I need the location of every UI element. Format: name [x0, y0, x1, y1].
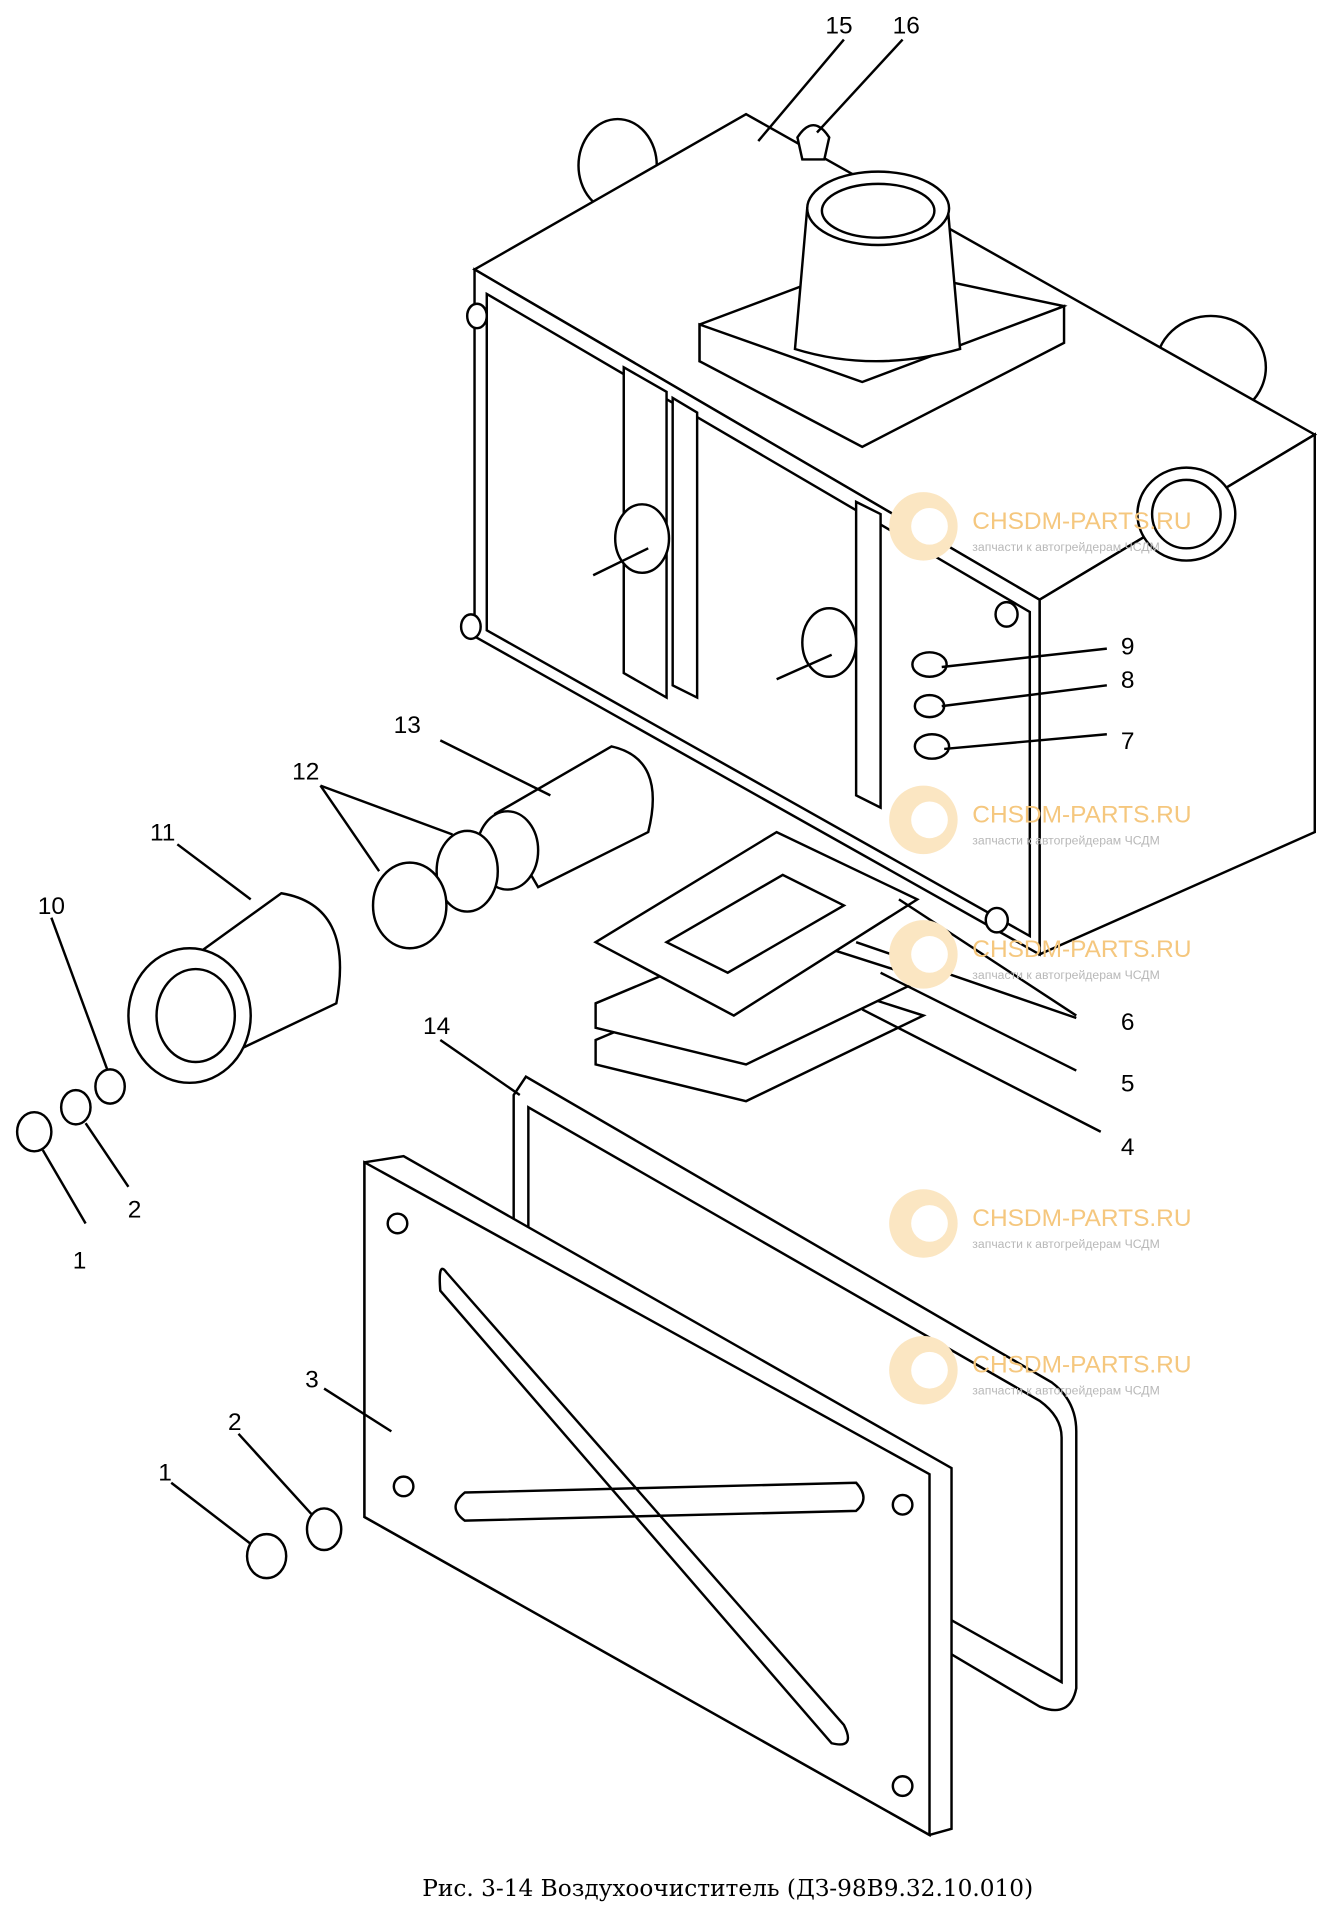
callout-labels: 15 16 9 8 7 13 12 11 10 6 5 4 14 2 1 3 2…	[38, 12, 1135, 1486]
cover-3	[323, 1154, 953, 1838]
svg-text:запчасти к автогрейдерам ЧСДМ: запчасти к автогрейдерам ЧСДМ	[972, 540, 1159, 554]
mesh-plates-4-5-6	[593, 830, 1102, 1133]
svg-text:CHSDM-PARTS.RU: CHSDM-PARTS.RU	[972, 1205, 1191, 1232]
label-13: 13	[394, 712, 421, 739]
label-6: 6	[1121, 1009, 1135, 1036]
svg-text:CHSDM-PARTS.RU: CHSDM-PARTS.RU	[972, 1352, 1191, 1379]
svg-text:запчасти к автогрейдерам ЧСДМ: запчасти к автогрейдерам ЧСДМ	[972, 1237, 1159, 1251]
svg-text:CHSDM-PARTS.RU: CHSDM-PARTS.RU	[972, 801, 1191, 828]
label-9: 9	[1121, 634, 1135, 661]
figure-caption: Рис. 3-14 Воздухоочиститель (ДЗ-98В9.32.…	[422, 1875, 1033, 1902]
svg-text:запчасти к автогрейдерам ЧСДМ: запчасти к автогрейдерам ЧСДМ	[972, 833, 1159, 847]
label-3: 3	[305, 1366, 319, 1393]
gasket-14	[439, 1038, 1078, 1712]
svg-text:CHSDM-PARTS.RU: CHSDM-PARTS.RU	[972, 508, 1191, 535]
svg-text:запчасти к автогрейдерам ЧСДМ: запчасти к автогрейдерам ЧСДМ	[972, 1384, 1159, 1398]
label-7: 7	[1121, 728, 1135, 755]
label-5: 5	[1121, 1070, 1135, 1097]
label-8: 8	[1121, 667, 1135, 694]
filter-cap-11	[127, 843, 342, 1085]
svg-text:запчасти к автогрейдерам ЧСДМ: запчасти к автогрейдерам ЧСДМ	[972, 968, 1159, 982]
svg-text:CHSDM-PARTS.RU: CHSDM-PARTS.RU	[972, 936, 1191, 963]
label-10: 10	[38, 893, 65, 920]
label-4: 4	[1121, 1134, 1135, 1161]
label-11: 11	[150, 820, 175, 847]
label-14: 14	[423, 1013, 450, 1040]
label-1-lower: 1	[158, 1459, 172, 1486]
label-2: 2	[128, 1196, 142, 1223]
housing	[459, 112, 1318, 957]
label-12: 12	[292, 758, 319, 785]
watermark: CHSDM-PARTS.RU запчасти к автогрейдерам Ч…	[889, 492, 1192, 1405]
nuts-7-8-9	[911, 647, 1108, 760]
fasteners-1-2-10	[15, 917, 343, 1580]
label-2-lower: 2	[228, 1409, 242, 1436]
label-15: 15	[825, 12, 852, 39]
label-1: 1	[73, 1248, 87, 1275]
label-16: 16	[893, 12, 920, 39]
filter-element-13	[319, 739, 654, 950]
